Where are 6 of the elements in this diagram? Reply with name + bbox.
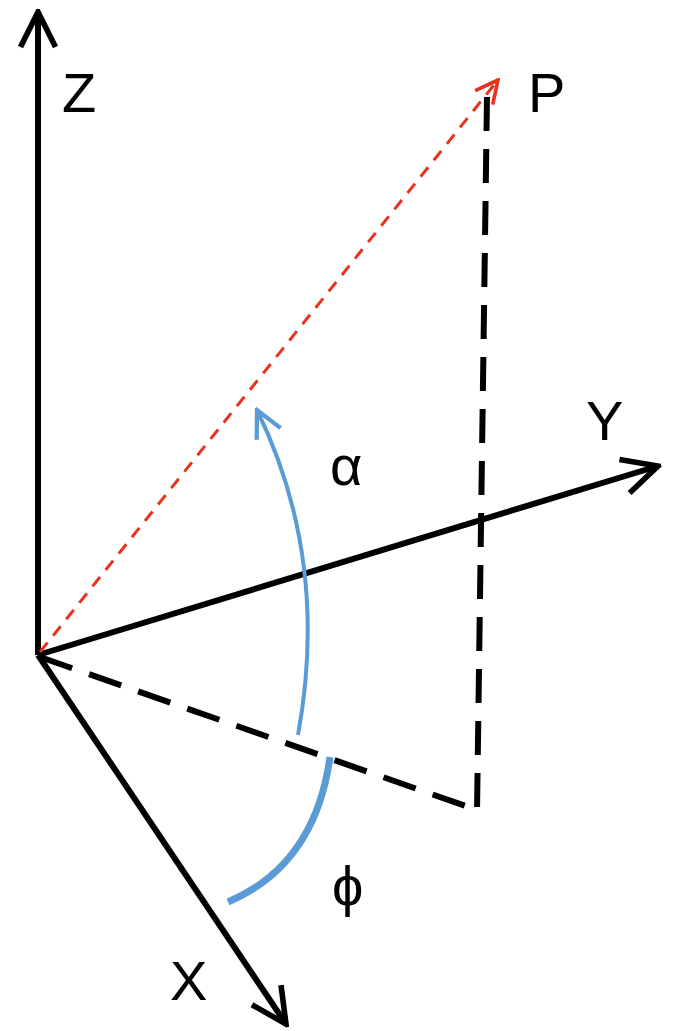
axis-label: X <box>170 949 208 1012</box>
point-label: P <box>528 61 566 124</box>
axis-label: Z <box>62 61 97 124</box>
angle-label: ϕ <box>332 854 364 917</box>
angle-label: α <box>330 434 363 497</box>
axis-label: Y <box>586 389 624 452</box>
